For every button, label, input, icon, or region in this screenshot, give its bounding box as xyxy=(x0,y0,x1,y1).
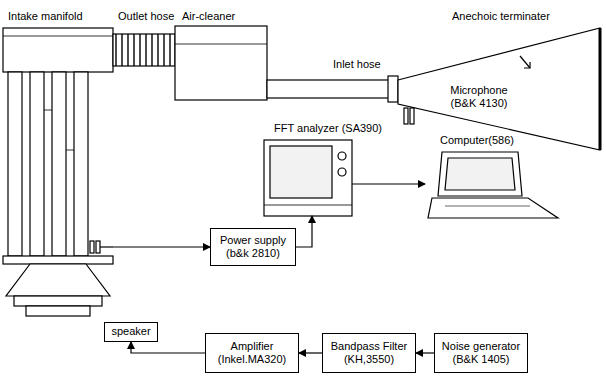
microphone-label: Microphone (B&K 4130) xyxy=(440,84,518,110)
part-label: FFT analyzer (SA390) xyxy=(274,122,382,135)
signal-connector xyxy=(416,352,434,353)
air-cleaner: Air-cleaner xyxy=(175,26,267,100)
box-label: Power supply (b&k 2810) xyxy=(211,234,295,260)
part-label: Intake manifold xyxy=(8,10,83,23)
part-label: Inlet hose xyxy=(333,58,381,71)
fft-analyzer: FFT analyzer (SA390) xyxy=(264,140,352,216)
part-label: Computer(586) xyxy=(440,134,514,147)
signal-connector xyxy=(113,246,210,247)
outlet-hose: Outlet hose xyxy=(113,34,175,66)
bandpass-filter-box: Bandpass Filter (KH,3550) xyxy=(322,333,416,373)
signal-connector xyxy=(299,352,322,353)
box-label: Noise generator (B&K 1405) xyxy=(435,340,527,366)
power-supply-box: Power supply (b&k 2810) xyxy=(210,228,296,266)
signal-connector xyxy=(131,342,205,353)
part-label: Outlet hose xyxy=(118,10,174,23)
box-label: Amplifier (Inkel.MA320) xyxy=(206,340,298,366)
signal-connector xyxy=(296,216,312,247)
part-label: Air-cleaner xyxy=(182,10,235,23)
inlet-hose: Inlet hose xyxy=(267,80,390,98)
computer: Computer(586) xyxy=(425,152,560,222)
signal-connector xyxy=(352,183,425,184)
amplifier-box: Amplifier (Inkel.MA320) xyxy=(205,333,299,373)
noise-generator-box: Noise generator (B&K 1405) xyxy=(434,333,528,373)
box-label: Bandpass Filter (KH,3550) xyxy=(323,340,415,366)
part-label: Anechoic terminater xyxy=(452,10,550,23)
speaker-box: speaker xyxy=(104,322,158,342)
box-label: speaker xyxy=(108,325,153,338)
intake-manifold: Intake manifold xyxy=(3,28,113,268)
